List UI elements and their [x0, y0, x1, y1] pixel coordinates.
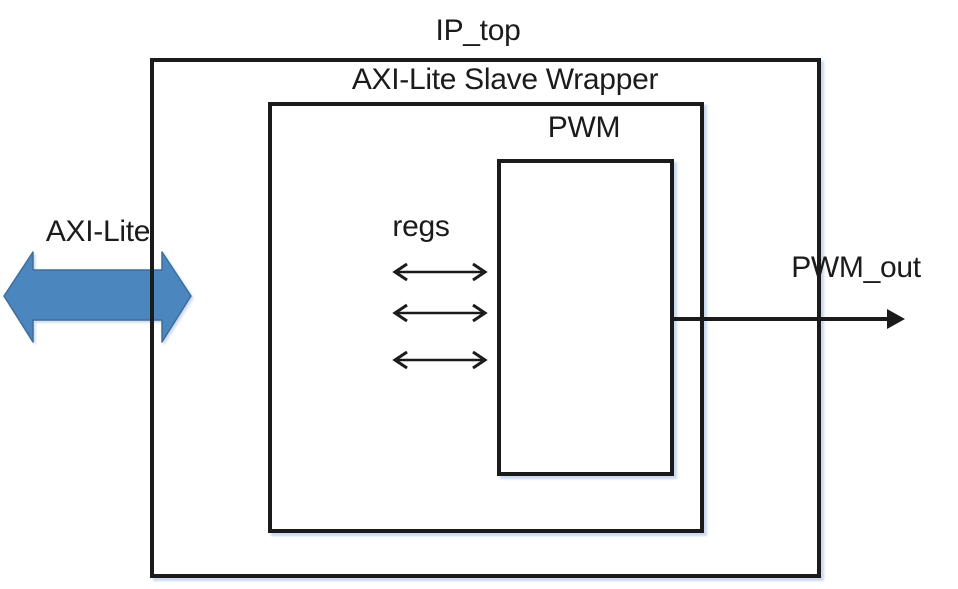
axi-lite-bidirectional-arrow — [3, 251, 192, 343]
regs-arrow-2-right-head — [472, 303, 488, 323]
regs-arrow-1-right-head — [472, 262, 488, 282]
regs-arrow-3-left-head — [392, 350, 408, 370]
ip-top-label: IP_top — [435, 14, 521, 47]
regs-arrow-1-left-head — [392, 262, 408, 282]
axi-lite-label: AXI-Lite — [45, 215, 151, 248]
regs-label: regs — [392, 210, 450, 243]
wrapper-box-label: AXI-Lite Slave Wrapper — [351, 63, 659, 96]
axi-lite-arrow-shape — [3, 251, 192, 343]
regs-double-arrow-1 — [392, 262, 488, 282]
regs-arrow-3-right-head — [472, 350, 488, 370]
regs-double-arrow-2 — [392, 303, 488, 323]
regs-double-arrow-3 — [392, 350, 488, 370]
pwm-out-label: PWM_out — [791, 251, 921, 284]
pwm-out-arrow — [672, 309, 905, 329]
pwm-out-arrow-head — [887, 309, 905, 329]
pwm-box — [497, 159, 674, 476]
pwm-box-label: PWM — [547, 111, 621, 144]
regs-arrow-2-left-head — [392, 303, 408, 323]
